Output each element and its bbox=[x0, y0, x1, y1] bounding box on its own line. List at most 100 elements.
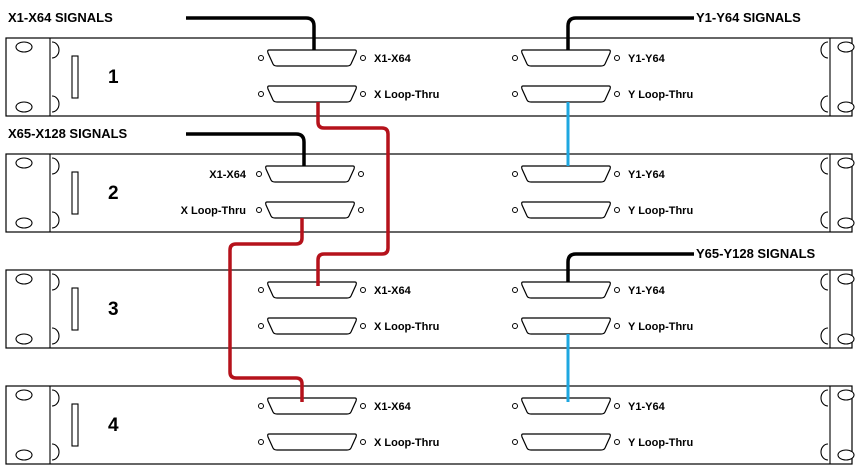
mount-screw-icon bbox=[360, 91, 366, 97]
handle-slot bbox=[71, 171, 79, 215]
rack-hole-icon bbox=[837, 449, 855, 461]
signal-label-y1-y64: Y1-Y64 SIGNALS bbox=[696, 10, 801, 25]
mount-screw-icon bbox=[614, 207, 620, 213]
mount-screw-icon bbox=[258, 287, 264, 293]
x-input-label: X1-X64 bbox=[374, 53, 412, 65]
rack-hole-icon bbox=[837, 41, 855, 53]
y-input-connector bbox=[521, 397, 611, 415]
x-input-connector bbox=[267, 281, 357, 299]
rack-panel bbox=[5, 269, 853, 349]
mount-screw-icon bbox=[614, 439, 620, 445]
x-loop-thru-label: X Loop-Thru bbox=[374, 321, 439, 333]
y-input-connector bbox=[521, 165, 611, 183]
y-loop-thru-connector bbox=[521, 85, 611, 103]
y-input-label: Y1-Y64 bbox=[628, 285, 666, 297]
x-loop-cable-1-to-3 bbox=[316, 102, 390, 286]
handle-slot bbox=[71, 287, 79, 331]
rack-hole-icon bbox=[837, 157, 855, 169]
signal-cable-x65-x128 bbox=[186, 132, 306, 166]
x-input-connector bbox=[267, 49, 357, 67]
rack-hole-icon bbox=[15, 101, 33, 113]
mount-screw-icon bbox=[256, 207, 262, 213]
rack-hole-icon bbox=[15, 389, 33, 401]
x-loop-thru-label: X Loop-Thru bbox=[181, 205, 246, 217]
x-input-label: X1-X64 bbox=[374, 401, 412, 413]
handle-slot bbox=[71, 403, 79, 447]
rack-unit-2: 2 X1-X64 X Loop-Thru Y1-Y64 Y Loop-Thru bbox=[5, 153, 855, 233]
mount-screw-icon bbox=[360, 55, 366, 61]
signal-label-x1-x64: X1-X64 SIGNALS bbox=[8, 10, 113, 25]
y-loop-thru-label: Y Loop-Thru bbox=[628, 89, 693, 101]
mount-screw-icon bbox=[258, 439, 264, 445]
mount-screw-icon bbox=[614, 287, 620, 293]
mount-screw-icon bbox=[614, 403, 620, 409]
mount-screw-icon bbox=[512, 403, 518, 409]
mount-screw-icon bbox=[614, 91, 620, 97]
mount-screw-icon bbox=[614, 171, 620, 177]
y-input-connector bbox=[521, 281, 611, 299]
mount-screw-icon bbox=[614, 55, 620, 61]
mount-screw-icon bbox=[358, 207, 364, 213]
y-input-label: Y1-Y64 bbox=[628, 53, 666, 65]
y-loop-thru-label: Y Loop-Thru bbox=[628, 205, 693, 217]
mount-screw-icon bbox=[360, 323, 366, 329]
mount-screw-icon bbox=[360, 439, 366, 445]
mount-screw-icon bbox=[256, 171, 262, 177]
mount-screw-icon bbox=[512, 439, 518, 445]
x-loop-thru-connector bbox=[267, 317, 357, 335]
x-loop-thru-label: X Loop-Thru bbox=[374, 437, 439, 449]
x-loop-thru-label: X Loop-Thru bbox=[374, 89, 439, 101]
x-input-label: X1-X64 bbox=[374, 285, 412, 297]
signal-label-y65-y128: Y65-Y128 SIGNALS bbox=[696, 246, 816, 261]
rack-hole-icon bbox=[15, 217, 33, 229]
rack-hole-icon bbox=[837, 333, 855, 345]
mount-screw-icon bbox=[358, 171, 364, 177]
y-loop-thru-label: Y Loop-Thru bbox=[628, 437, 693, 449]
handle-slot bbox=[71, 55, 79, 99]
unit-number: 4 bbox=[108, 415, 119, 436]
x-loop-thru-connector bbox=[267, 433, 357, 451]
y-input-label: Y1-Y64 bbox=[628, 169, 666, 181]
rack-hole-icon bbox=[837, 101, 855, 113]
mount-screw-icon bbox=[360, 403, 366, 409]
unit-number: 2 bbox=[108, 183, 119, 204]
rack-panel bbox=[5, 385, 853, 465]
mount-screw-icon bbox=[258, 55, 264, 61]
mount-screw-icon bbox=[512, 55, 518, 61]
y-input-label: Y1-Y64 bbox=[628, 401, 666, 413]
mount-screw-icon bbox=[512, 323, 518, 329]
rack-panel bbox=[5, 153, 853, 233]
rack-unit-3: 3 X1-X64 X Loop-Thru Y1-Y64 Y Loop-Thru bbox=[5, 269, 855, 349]
rack-hole-icon bbox=[15, 449, 33, 461]
rack-hole-icon bbox=[15, 41, 33, 53]
mount-screw-icon bbox=[258, 323, 264, 329]
mount-screw-icon bbox=[512, 287, 518, 293]
mount-screw-icon bbox=[512, 171, 518, 177]
rack-hole-icon bbox=[837, 389, 855, 401]
rack-hole-icon bbox=[15, 273, 33, 285]
x-loop-thru-connector bbox=[267, 85, 357, 103]
unit-number: 3 bbox=[108, 299, 119, 320]
signal-cable-y65-y128 bbox=[566, 252, 694, 282]
rack-unit-4: 4 X1-X64 X Loop-Thru Y1-Y64 Y Loop-Thru bbox=[5, 385, 855, 465]
rack-hole-icon bbox=[15, 157, 33, 169]
mount-screw-icon bbox=[614, 323, 620, 329]
mount-screw-icon bbox=[258, 91, 264, 97]
x-input-connector bbox=[267, 397, 357, 415]
signal-cable-y1-y64 bbox=[566, 16, 694, 50]
signal-cable-x1-x64 bbox=[186, 16, 316, 50]
rack-hole-icon bbox=[837, 217, 855, 229]
y-loop-thru-connector bbox=[521, 433, 611, 451]
y-loop-thru-label: Y Loop-Thru bbox=[628, 321, 693, 333]
x-loop-cable-2-to-4 bbox=[228, 218, 304, 402]
mount-screw-icon bbox=[360, 287, 366, 293]
x-input-connector bbox=[265, 165, 355, 183]
x-input-label: X1-X64 bbox=[209, 169, 247, 181]
signal-label-x65-x128: X65-X128 SIGNALS bbox=[8, 126, 128, 141]
rack-hole-icon bbox=[15, 333, 33, 345]
x-loop-thru-connector bbox=[265, 201, 355, 219]
rack-hole-icon bbox=[837, 273, 855, 285]
y-loop-thru-connector bbox=[521, 317, 611, 335]
